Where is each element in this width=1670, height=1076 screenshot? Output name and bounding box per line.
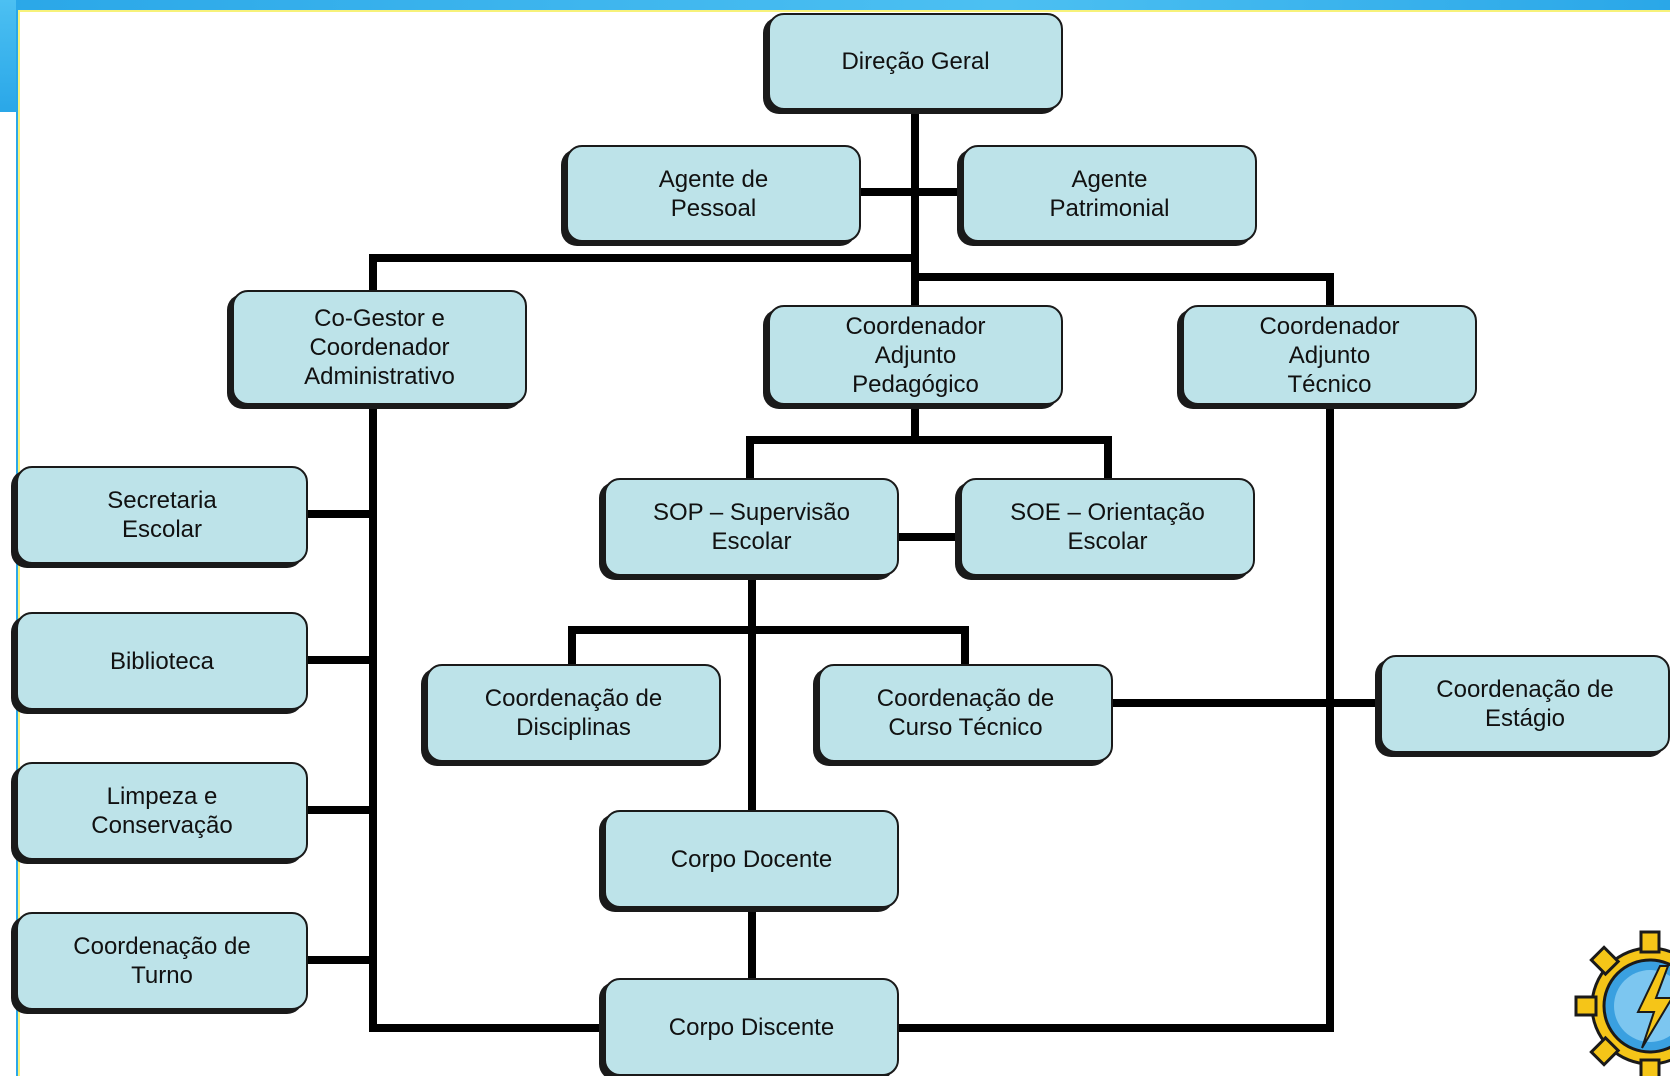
node-coordenacao-disciplinas: Coordenação de Disciplinas	[426, 664, 721, 762]
node-secretaria-escolar: Secretaria Escolar	[16, 466, 308, 564]
node-agente-patrimonial: Agente Patrimonial	[962, 145, 1257, 242]
node-agente-pessoal: Agente de Pessoal	[566, 145, 861, 242]
node-coordenador-adjunto-pedagogico: Coordenador Adjunto Pedagógico	[768, 305, 1063, 405]
node-direcao-geral: Direção Geral	[768, 13, 1063, 110]
node-biblioteca: Biblioteca	[16, 612, 308, 710]
node-coordenador-adjunto-tecnico: Coordenador Adjunto Técnico	[1182, 305, 1477, 405]
node-soe-orientacao-escolar: SOE – Orientação Escolar	[960, 478, 1255, 576]
node-coordenacao-estagio: Coordenação de Estágio	[1380, 655, 1670, 753]
node-coordenacao-curso-tecnico: Coordenação de Curso Técnico	[818, 664, 1113, 762]
node-co-gestor: Co-Gestor e Coordenador Administrativo	[232, 290, 527, 405]
left-frame-accent	[0, 0, 16, 112]
node-coordenacao-turno: Coordenação de Turno	[16, 912, 308, 1010]
node-limpeza-conservacao: Limpeza e Conservação	[16, 762, 308, 860]
node-corpo-docente: Corpo Docente	[604, 810, 899, 908]
node-corpo-discente: Corpo Discente	[604, 978, 899, 1076]
gear-lightning-icon	[1574, 930, 1670, 1076]
top-frame-bar	[0, 0, 1670, 10]
node-sop-supervisao-escolar: SOP – Supervisão Escolar	[604, 478, 899, 576]
